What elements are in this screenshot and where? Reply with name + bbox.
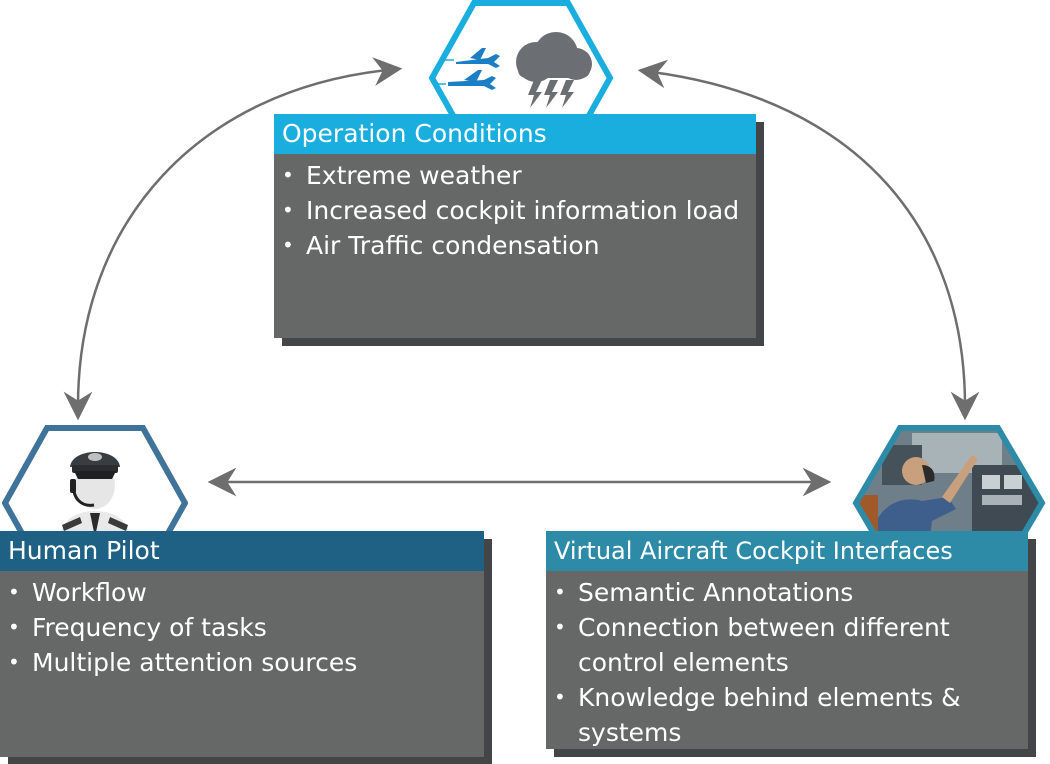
virtual-cockpit-list: •Semantic Annotations •Connection betwee… [546, 575, 1028, 750]
human-pilot-title: Human Pilot [0, 531, 484, 571]
bullet-icon: • [554, 580, 566, 604]
list-item: •Air Traffic condensation [274, 228, 756, 263]
list-item: •Connection between different control el… [546, 610, 1028, 680]
list-item: •Semantic Annotations [546, 575, 1028, 610]
list-item: •Knowledge behind elements & systems [546, 680, 1028, 750]
arrow-operation-to-cockpit [637, 59, 980, 421]
list-item: •Frequency of tasks [0, 610, 484, 645]
operation-conditions-panel: Operation Conditions •Extreme weather •I… [274, 114, 756, 338]
cockpit-photo-icon [852, 425, 1046, 537]
bullet-icon: • [282, 163, 294, 187]
bullet-icon: • [554, 685, 566, 709]
arrow-pilot-to-operation [63, 57, 403, 421]
bullet-icon: • [282, 233, 294, 257]
operation-conditions-list: •Extreme weather •Increased cockpit info… [274, 158, 756, 263]
list-item: •Workflow [0, 575, 484, 610]
human-pilot-panel: Human Pilot •Workflow •Frequency of task… [0, 531, 484, 757]
list-item: •Increased cockpit information load [274, 193, 756, 228]
planes-storm-icon [428, 0, 614, 120]
pilot-icon [2, 425, 188, 537]
operation-conditions-title: Operation Conditions [274, 114, 756, 154]
list-item: •Multiple attention sources [0, 645, 484, 680]
virtual-cockpit-title: Virtual Aircraft Cockpit Interfaces [546, 531, 1028, 571]
human-pilot-list: •Workflow •Frequency of tasks •Multiple … [0, 575, 484, 680]
bullet-icon: • [8, 650, 20, 674]
bullet-icon: • [282, 198, 294, 222]
list-item: •Extreme weather [274, 158, 756, 193]
bullet-icon: • [8, 615, 20, 639]
virtual-cockpit-panel: Virtual Aircraft Cockpit Interfaces •Sem… [546, 531, 1028, 749]
bullet-icon: • [8, 580, 20, 604]
bullet-icon: • [554, 615, 566, 639]
